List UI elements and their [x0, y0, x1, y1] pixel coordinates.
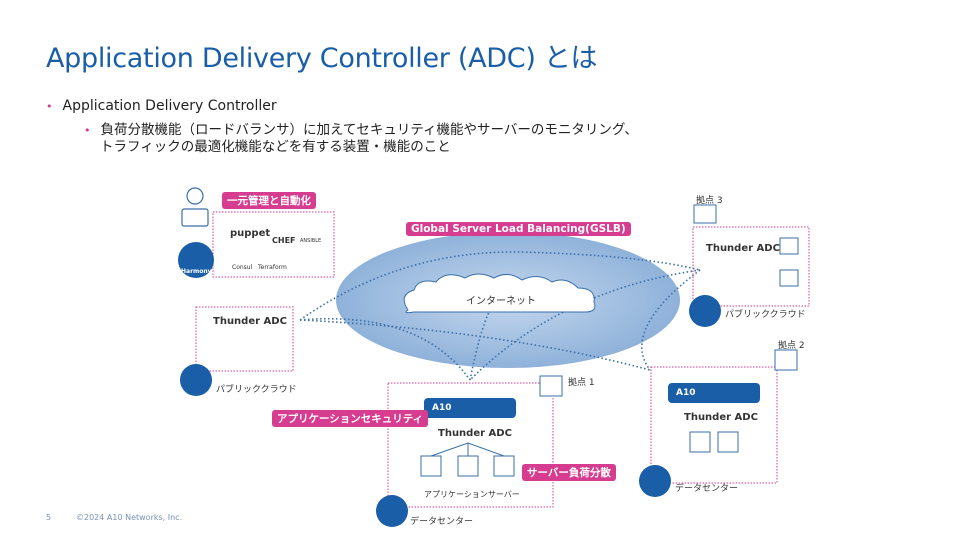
app-box: [779, 269, 799, 287]
site1-caption: データセンター: [410, 517, 474, 527]
app-security-label: アプリケーションセキュリティ: [272, 410, 429, 427]
slide-title: Application Delivery Controller (ADC) とは: [46, 43, 598, 74]
site3-datacenter-icon: [689, 295, 721, 327]
site1-a10-device: [424, 398, 516, 418]
site2-building-icon: [774, 349, 798, 371]
bullet-dot: •: [46, 100, 53, 113]
page-number: 5: [46, 513, 52, 522]
site2-name: 拠点 2: [778, 341, 805, 351]
bullet-2-line-1: 負荷分散機能（ロードバランサ）に加えてセキュリティ機能やサーバーのモニタリング、: [100, 122, 638, 138]
tool-terraform: Terraform: [258, 264, 287, 271]
site1-name: 拠点 1: [568, 378, 595, 388]
app-box: [457, 455, 479, 477]
site2-device-label: A10: [676, 388, 696, 398]
site3-adc: Thunder ADC: [706, 243, 780, 254]
copyright: ©2024 A10 Networks, Inc.: [76, 513, 183, 522]
management-label: 一元管理と自動化: [222, 192, 316, 209]
server-lb-label: サーバー負荷分散: [522, 464, 616, 481]
site3-name: 拠点 3: [696, 196, 723, 206]
site1-servers-caption: アプリケーションサーバー: [424, 490, 520, 499]
site2-a10-device: [668, 383, 760, 403]
site1-datacenter-icon: [376, 495, 408, 527]
site3-building-icon: [693, 204, 717, 224]
tool-chef: CHEF: [272, 236, 296, 245]
site1-box: [387, 382, 554, 508]
bullet-1: • Application Delivery Controller: [46, 98, 277, 114]
tool-puppet: puppet: [230, 228, 271, 239]
app-box: [420, 455, 442, 477]
gslb-label: Global Server Load Balancing(GSLB): [406, 222, 631, 236]
left-cloud-caption: パブリッククラウド: [216, 385, 297, 395]
site1-building-icon: [539, 375, 563, 397]
site2-adc: Thunder ADC: [684, 412, 758, 423]
tool-ansible: ANSIBLE: [300, 238, 322, 244]
bullet-2-line-2: トラフィックの最適化機能などを有する装置・機能のこと: [100, 139, 451, 155]
admin-user-icon: [181, 187, 209, 227]
site1-adc: Thunder ADC: [438, 428, 512, 439]
site2-caption: データセンター: [675, 484, 739, 494]
management-box: [212, 211, 335, 278]
internet-cloud: [403, 273, 596, 314]
site2-datacenter-icon: [639, 465, 671, 497]
site1-device-label: A10: [432, 403, 452, 413]
left-cloud-box: [195, 306, 294, 372]
site3-caption: パブリッククラウド: [725, 310, 806, 320]
harmony-label: Harmony: [181, 268, 212, 275]
app-box: [717, 431, 739, 453]
app-box: [493, 455, 515, 477]
left-datacenter-icon: [180, 364, 212, 396]
site2-box: [650, 366, 778, 484]
app-box: [689, 431, 711, 453]
internet-label: インターネット: [466, 296, 536, 307]
bullet-1-text: Application Delivery Controller: [62, 98, 277, 114]
site3-box: [692, 226, 810, 307]
bullet-dot: •: [84, 124, 91, 137]
app-box: [779, 237, 799, 255]
left-cloud-adc: Thunder ADC: [213, 316, 287, 327]
bullet-2: • 負荷分散機能（ロードバランサ）に加えてセキュリティ機能やサーバーのモニタリング…: [84, 122, 638, 156]
tool-consul: Consul: [232, 264, 253, 271]
harmony-icon: [178, 242, 214, 278]
